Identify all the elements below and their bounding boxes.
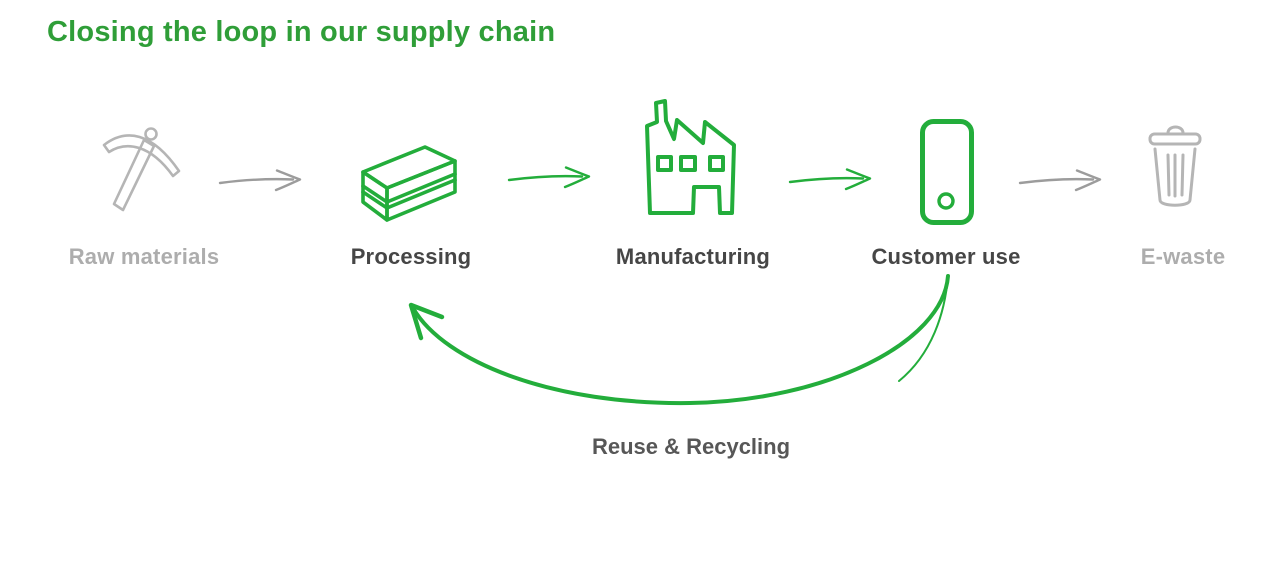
reuse-recycling-loop-arrow (395, 268, 965, 418)
smartphone-icon (919, 118, 975, 226)
stage-e-waste: E-waste (1073, 90, 1282, 280)
stage-label: Processing (350, 244, 472, 269)
arrow-processing-to-manufacturing (506, 163, 598, 193)
stage-label: Manufacturing (615, 244, 771, 269)
factory-icon (641, 98, 738, 215)
stage-label: Customer use (871, 244, 1021, 269)
pickaxe-icon (100, 126, 184, 216)
page-title: Closing the loop in our supply chain (47, 16, 556, 48)
stage-label: E-waste (1140, 244, 1226, 269)
metal-ingots-icon (357, 142, 461, 224)
arrow-raw-materials-to-processing (217, 166, 309, 196)
stage-label: Raw materials (68, 244, 220, 269)
stage-raw-materials: Raw materials (34, 90, 254, 280)
trash-can-icon (1146, 124, 1204, 212)
stage-manufacturing: Manufacturing (583, 90, 803, 280)
stage-processing: Processing (301, 90, 521, 280)
arrow-customer-use-to-e-waste (1017, 166, 1109, 196)
arrow-manufacturing-to-customer-use (787, 165, 879, 195)
loop-arrow-label: Reuse & Recycling (591, 434, 791, 459)
stage-customer-use: Customer use (836, 90, 1056, 280)
